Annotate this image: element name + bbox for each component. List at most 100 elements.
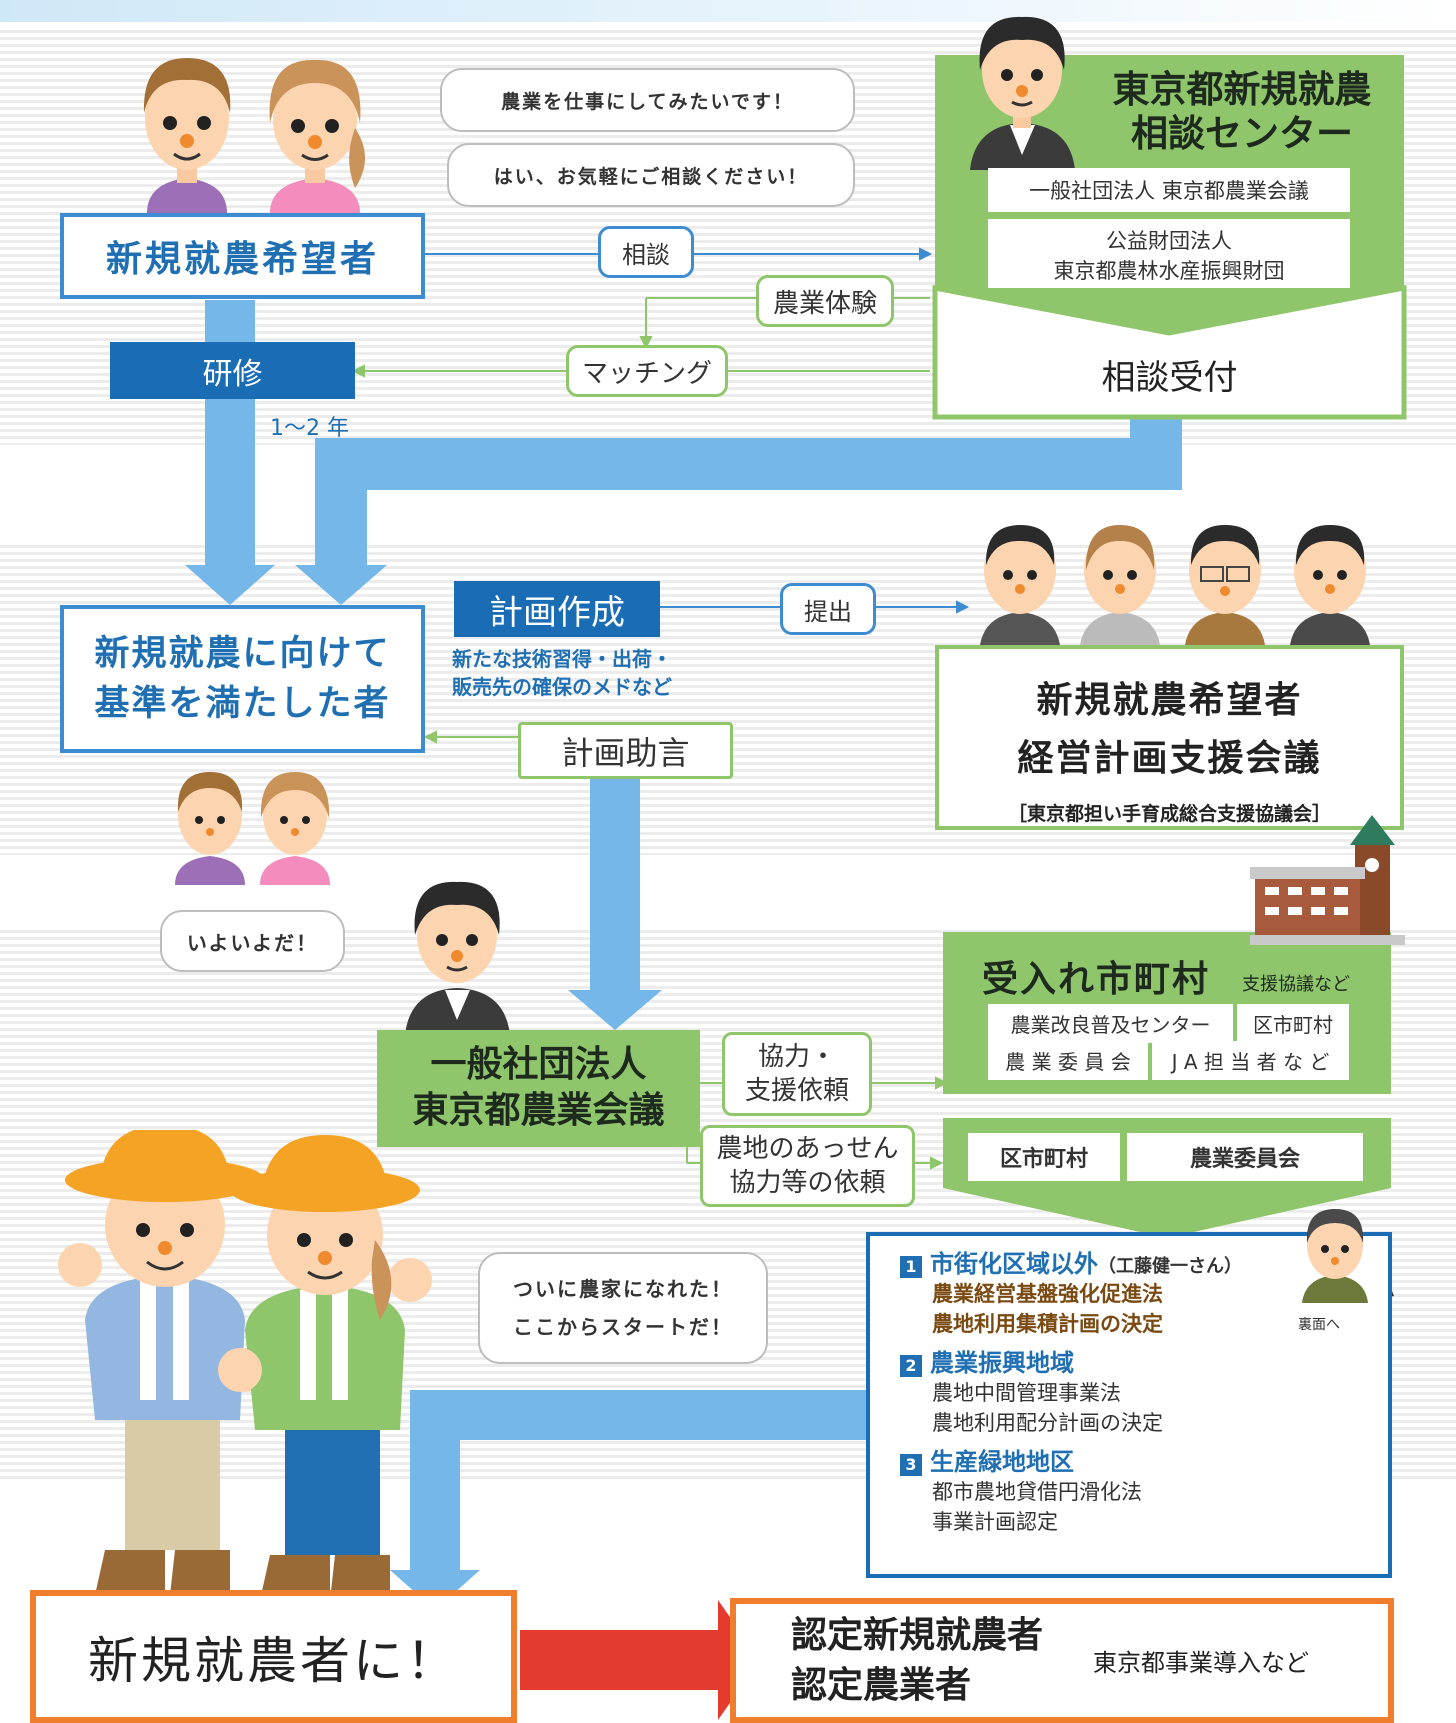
coop-request-pill: 協力・ 支援依頼 <box>722 1032 872 1116</box>
speech-bubble-final: ついに農家になれた！ ここからスタートだ！ <box>478 1252 768 1364</box>
training-box: 研修 <box>110 342 355 399</box>
council-line1: 一般社団法人 <box>430 1044 647 1085</box>
zone-1-person: （工藤健一さん） <box>1098 1256 1242 1277</box>
zone-3-title: 生産緑地地区 <box>930 1448 1074 1476</box>
center-title-line2: 相談センター <box>1131 112 1353 155</box>
speech-bubble-reply: はい、お気軽にご相談ください！ <box>447 143 855 207</box>
land-box-0: 区市町村 <box>968 1133 1120 1181</box>
matching-pill: マッチング <box>566 345 728 397</box>
municipality-cell-2: 農 業 委 員 会 <box>988 1041 1148 1080</box>
hopeful-box: 新規就農希望者 <box>60 213 425 299</box>
speech-want-text: 農業を仕事にしてみたいです！ <box>501 90 794 113</box>
advisor-icon <box>970 16 1075 170</box>
reception-box-frame <box>932 285 1407 420</box>
top-gradient-bar <box>0 0 1456 22</box>
qualified-line2: 基準を満たした者 <box>94 684 391 724</box>
zone-2: 2 農業振興地域 農地中間管理事業法 農地利用配分計画の決定 <box>900 1343 1388 1438</box>
town-hall-icon <box>1250 815 1405 945</box>
municipality-cell-0-text: 農業改良普及センター <box>1010 1013 1211 1037</box>
advice-pill: 計画助言 <box>518 722 733 779</box>
certified-arrow <box>520 1600 760 1720</box>
council-line2: 東京都農業会議 <box>412 1090 665 1131</box>
council-advisor-icon <box>405 881 510 1035</box>
municipality-cell-3: J A 担 当 者 な ど <box>1152 1041 1349 1080</box>
plan-note-line2: 販売先の確保のメドなど <box>452 675 672 699</box>
qualified-line1: 新規就農に向けて <box>94 634 391 674</box>
municipality-cell-3-text: J A 担 当 者 な ど <box>1171 1050 1330 1074</box>
meeting-line1: 新規就農希望者 <box>1036 680 1303 721</box>
zone-2-title: 農業振興地域 <box>930 1349 1074 1377</box>
center-org-2-line1: 公益財団法人 <box>1106 229 1232 253</box>
experience-label: 農業体験 <box>772 288 877 319</box>
land-box-1: 農業委員会 <box>1127 1133 1363 1181</box>
kudo-portrait-icon <box>1302 1209 1368 1303</box>
training-label: 研修 <box>202 356 263 392</box>
consult-pill: 相談 <box>598 226 694 278</box>
zone-1-line2: 農地利用集積計画の決定 <box>932 1312 1163 1336</box>
staff-group-icon <box>980 525 1370 645</box>
meeting-sub: ［東京都担い手育成総合支援協議会］ <box>1007 803 1331 825</box>
coop-request-line2: 支援依頼 <box>744 1076 849 1106</box>
zone-2-line1: 農地中間管理事業法 <box>932 1381 1121 1405</box>
result-label: 新規就農者に！ <box>88 1631 459 1690</box>
speech-reply-text: はい、お気軽にご相談ください！ <box>493 165 809 188</box>
center-org-1: 一般社団法人 東京都農業会議 <box>988 168 1350 212</box>
zone-3-line1: 都市農地貸借円滑化法 <box>932 1480 1142 1504</box>
zone-2-number: 2 <box>900 1355 922 1377</box>
municipality-note: 支援協議など <box>1242 974 1350 995</box>
zone-1-number: 1 <box>900 1256 922 1278</box>
plan-note-line1: 新たな技術習得・出荷・ <box>452 647 672 671</box>
reception-label: 相談受付 <box>1101 358 1238 398</box>
land-box-0-text: 区市町村 <box>999 1147 1088 1172</box>
land-request-line2: 協力等の依頼 <box>729 1168 886 1198</box>
small-couple-icon <box>175 772 330 885</box>
speech-final-line2: ここからスタートだ！ <box>513 1315 733 1339</box>
zone-1-title: 市街化区域以外 <box>930 1250 1098 1278</box>
municipality-cell-0: 農業改良普及センター <box>988 1004 1233 1043</box>
certified-line1: 認定新規就農者 <box>791 1614 1044 1656</box>
municipality-title: 受入れ市町村 <box>982 959 1211 1000</box>
municipality-cell-1-text: 区市町村 <box>1253 1013 1333 1037</box>
meeting-line2: 経営計画支援会議 <box>1017 738 1322 779</box>
speech-ready-text: いよいよだ！ <box>186 930 319 955</box>
zone-3-number: 3 <box>900 1454 922 1476</box>
land-request-line1: 農地のあっせん <box>716 1134 899 1164</box>
hopeful-label: 新規就農希望者 <box>105 239 379 280</box>
center-org-2-line2: 東京都農林水産振興財団 <box>1053 259 1285 283</box>
experience-pill: 農業体験 <box>756 275 894 327</box>
farmers-icon <box>58 1130 432 1600</box>
certified-box: 認定新規就農者 認定農業者 東京都事業導入など <box>730 1598 1394 1723</box>
land-request-pill: 農地のあっせん 協力等の依頼 <box>700 1125 915 1207</box>
coop-request-line1: 協力・ <box>757 1042 836 1072</box>
speech-bubble-want: 農業を仕事にしてみたいです！ <box>440 68 855 132</box>
municipality-cell-2-text: 農 業 委 員 会 <box>1005 1050 1131 1074</box>
council-box: 一般社団法人 東京都農業会議 <box>377 1030 700 1147</box>
certified-note: 東京都事業導入など <box>1093 1649 1310 1677</box>
meeting-box: 新規就農希望者 経営計画支援会議 ［東京都担い手育成総合支援協議会］ <box>935 645 1404 830</box>
speech-bubble-ready: いよいよだ！ <box>160 910 345 972</box>
submit-label: 提出 <box>804 597 852 626</box>
submit-pill: 提出 <box>780 583 876 635</box>
matching-label: マッチング <box>581 358 712 389</box>
zone-1-line1: 農業経営基盤強化促進法 <box>932 1282 1163 1306</box>
zone-1: 1 市街化区域以外（工藤健一さん） 農業経営基盤強化促進法 農地利用集積計画の決定 <box>900 1244 1388 1339</box>
hopeful-man-icon <box>143 58 231 213</box>
speech-final-line1: ついに農家になれた！ <box>513 1277 733 1301</box>
zone-2-line2: 農地利用配分計画の決定 <box>932 1411 1163 1435</box>
plan-label: 計画作成 <box>489 592 625 633</box>
zone-3-line2: 事業計画認定 <box>932 1510 1058 1534</box>
center-title-line1: 東京都新規就農 <box>1112 68 1372 111</box>
advice-label: 計画助言 <box>561 733 690 772</box>
result-box: 新規就農者に！ <box>30 1590 517 1723</box>
center-title: 東京都新規就農 相談センター <box>1082 68 1402 156</box>
qualified-box: 新規就農に向けて 基準を満たした者 <box>60 605 425 753</box>
training-period: 1〜2 年 <box>270 416 349 441</box>
consult-label: 相談 <box>622 240 670 269</box>
municipality-cell-1: 区市町村 <box>1237 1004 1349 1043</box>
back-page-note: 裏面へ <box>1298 1317 1340 1333</box>
hopeful-woman-icon <box>269 59 365 213</box>
certified-line2: 認定農業者 <box>791 1664 972 1706</box>
center-org-1-text: 一般社団法人 東京都農業会議 <box>1029 179 1309 203</box>
zones-box: 1 市街化区域以外（工藤健一さん） 農業経営基盤強化促進法 農地利用集積計画の決定… <box>866 1232 1392 1578</box>
